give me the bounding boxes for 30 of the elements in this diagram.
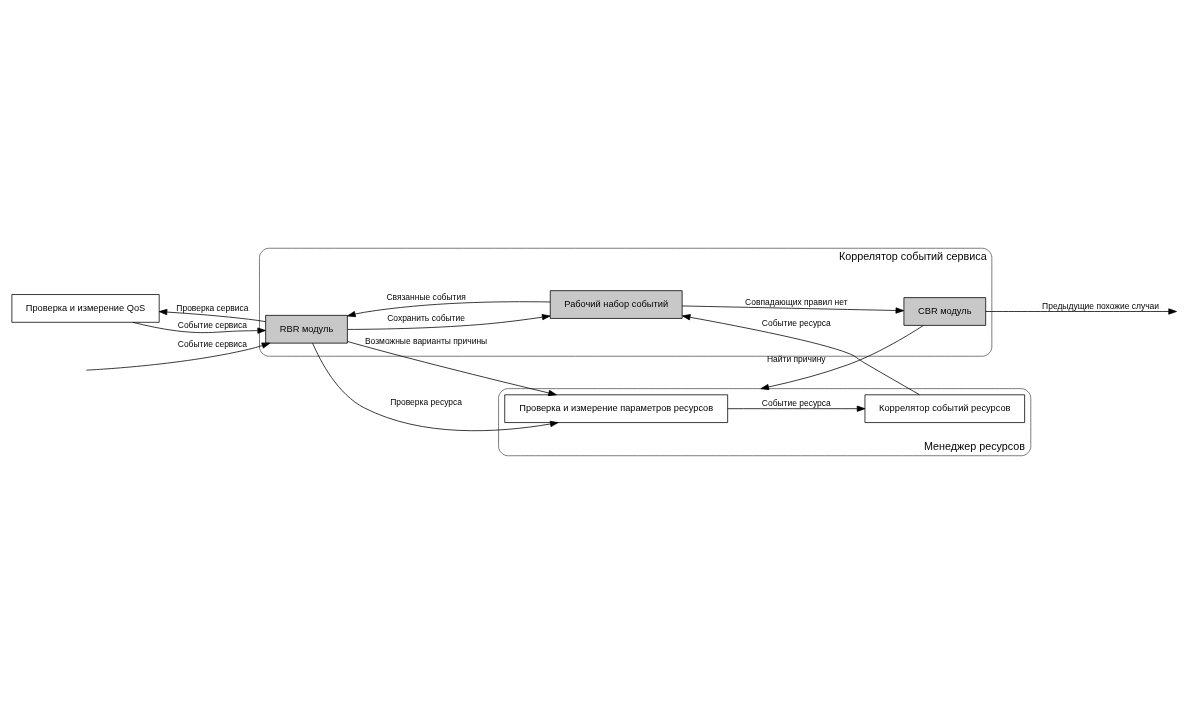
edge-label: Событие ресурса <box>761 398 831 409</box>
arrow <box>132 321 266 334</box>
arrow <box>760 325 924 391</box>
edge-label: Событие ресурса <box>761 318 831 329</box>
edge-label: Совпадающих правил нет <box>745 297 848 308</box>
node-box: Проверка и измерение параметров ресурсов <box>504 394 729 423</box>
edge-label: Событие сервиса <box>177 320 248 331</box>
edge-label: Предыдущие похожие случаи <box>1042 301 1160 312</box>
arrow <box>158 309 266 322</box>
edge-label: Возможные варианты причины <box>364 335 488 346</box>
arrow <box>347 301 551 318</box>
edge-label: Связанные события <box>386 291 466 302</box>
arrow <box>681 305 905 314</box>
node-box: Рабочий набор событий <box>549 290 683 319</box>
arrow <box>86 342 271 371</box>
edge-label: Проверка ресурса <box>390 397 462 408</box>
arrow <box>985 308 1177 315</box>
arrow <box>347 314 551 330</box>
node-box: CBR модуль <box>903 297 987 326</box>
node-box: Проверка и измерение QoS <box>11 294 160 323</box>
node-box: Коррелятор событий ресурсов <box>864 394 1025 423</box>
arrow <box>347 341 557 396</box>
arrow <box>312 342 559 432</box>
edge-label: Проверка сервиса <box>176 302 249 313</box>
edge-label: Найти причину <box>767 354 826 365</box>
arrow <box>682 314 920 395</box>
arrow <box>727 405 866 412</box>
edge-label: Сохранить событие <box>387 313 465 324</box>
node-box: RBR модуль <box>265 314 348 344</box>
edge-label: Событие сервиса <box>177 338 248 349</box>
